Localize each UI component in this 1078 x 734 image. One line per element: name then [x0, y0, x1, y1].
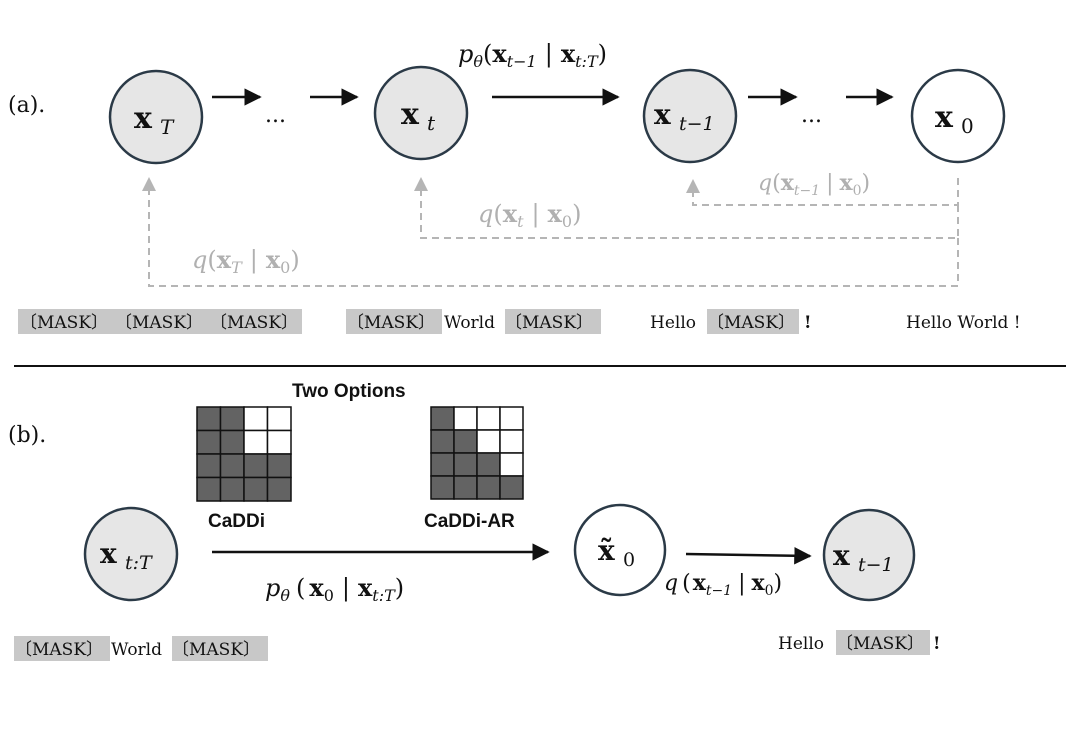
panel-a-label: (a).: [8, 93, 45, 118]
up-arrow-t: [414, 177, 428, 191]
ellipsis-a1: ...: [265, 103, 286, 128]
node-x0: x 0: [910, 68, 1006, 164]
svg-text:x: x: [654, 98, 671, 131]
node-xtm1: x t−1: [642, 68, 738, 164]
svg-text:t: t: [427, 111, 436, 135]
two-options-title: Two Options: [292, 381, 406, 402]
grid-cell: [476, 429, 501, 454]
svg-text:!: !: [804, 313, 811, 333]
svg-text:x: x: [935, 100, 954, 135]
grid-cell: [219, 406, 245, 432]
grid-cell: [266, 406, 292, 432]
svg-text:Hello: Hello: [778, 634, 824, 654]
panel-b-label: (b).: [8, 423, 46, 448]
caddi-mask-grid: [196, 406, 292, 502]
grid-cell: [453, 406, 478, 431]
node-x0-tilde: x̃ 0: [573, 503, 667, 597]
grid-cell: [453, 475, 478, 500]
svg-text:x̃: x̃: [598, 534, 615, 567]
p-theta-label-a: pθ(xt−1|xt:T): [458, 39, 607, 71]
up-arrow-tm1: [686, 179, 700, 193]
grid-cell: [196, 429, 222, 455]
grid-cell: [219, 453, 245, 479]
q-label-t: q(xt|x0): [478, 199, 581, 231]
svg-text:t−1: t−1: [679, 113, 715, 135]
grid-cell: [499, 475, 524, 500]
grid-cell: [243, 453, 269, 479]
svg-text:x: x: [100, 537, 117, 570]
dashed-paths: [148, 178, 959, 287]
caddi-ar-label: CaDDi-AR: [424, 511, 515, 532]
grid-cell: [243, 406, 269, 432]
grid-cell: [430, 429, 455, 454]
grid-cell: [266, 453, 292, 479]
grid-cell: [219, 429, 245, 455]
sequence-b-left: 〔MASK〕 World 〔MASK〕: [14, 636, 268, 661]
grid-cell: [430, 406, 455, 431]
svg-text:〔MASK〕: 〔MASK〕: [15, 640, 103, 660]
sequence-hello: Hello 〔MASK〕 !: [650, 309, 811, 334]
ellipsis-a2: ...: [801, 103, 822, 128]
svg-text:x: x: [401, 97, 420, 132]
arrow-b2: [685, 546, 812, 565]
grid-cell: [266, 429, 292, 455]
svg-text:t−1: t−1: [858, 554, 894, 576]
svg-text:〔MASK〕: 〔MASK〕: [707, 313, 795, 333]
grid-cell: [499, 429, 524, 454]
sequence-b-right: Hello 〔MASK〕 !: [778, 630, 940, 655]
grid-cell: [243, 429, 269, 455]
node-xtm1-b: x t−1: [822, 508, 916, 602]
grid-cell: [430, 475, 455, 500]
svg-text:〔MASK〕: 〔MASK〕: [20, 313, 108, 333]
svg-text:T: T: [160, 115, 175, 139]
sequence-hello-world: Hello World !: [906, 313, 1021, 333]
node-xtT: x t:T: [83, 506, 179, 602]
svg-text:t:T: t:T: [125, 552, 153, 574]
grid-cell: [476, 406, 501, 431]
grid-cell: [476, 475, 501, 500]
grid-cell: [499, 406, 524, 431]
grid-cell: [430, 452, 455, 477]
grid-cell: [219, 476, 245, 502]
svg-text:〔MASK〕: 〔MASK〕: [210, 313, 298, 333]
q-label-b: q(xt−1|x0): [664, 570, 782, 599]
svg-text:〔MASK〕: 〔MASK〕: [115, 313, 203, 333]
svg-text:0: 0: [961, 114, 974, 138]
svg-text:〔MASK〕: 〔MASK〕: [836, 634, 924, 654]
q-label-T: q(xT|x0): [192, 245, 300, 277]
p-theta-label-b: pθ(x0|xt:T): [265, 573, 404, 605]
grid-cell: [453, 429, 478, 454]
grid-cell: [453, 452, 478, 477]
svg-text:!: !: [933, 634, 940, 654]
grid-cell: [476, 452, 501, 477]
caddi-label: CaDDi: [208, 511, 265, 532]
svg-text:World: World: [111, 640, 162, 660]
grid-cell: [196, 476, 222, 502]
node-xt: x t: [373, 65, 469, 161]
node-xT: x T: [108, 69, 204, 165]
up-arrow-T: [142, 177, 156, 191]
sequence-all-mask: 〔MASK〕 〔MASK〕 〔MASK〕: [18, 309, 302, 334]
svg-text:〔MASK〕: 〔MASK〕: [347, 313, 435, 333]
svg-text:0: 0: [623, 549, 635, 571]
svg-text:〔MASK〕: 〔MASK〕: [505, 313, 593, 333]
grid-cell: [266, 476, 292, 502]
caddi-ar-mask-grid: [430, 406, 524, 500]
grid-cell: [196, 406, 222, 432]
svg-text:World: World: [444, 313, 495, 333]
svg-text:x: x: [134, 101, 153, 136]
grid-cell: [499, 452, 524, 477]
grid-cell: [196, 453, 222, 479]
grid-cell: [243, 476, 269, 502]
svg-text:Hello: Hello: [650, 313, 696, 333]
q-label-tm1: q(xt−1|x0): [758, 170, 870, 199]
svg-text:〔MASK〕: 〔MASK〕: [172, 640, 260, 660]
svg-text:x: x: [833, 539, 850, 572]
sequence-world: 〔MASK〕 World 〔MASK〕: [346, 309, 601, 334]
